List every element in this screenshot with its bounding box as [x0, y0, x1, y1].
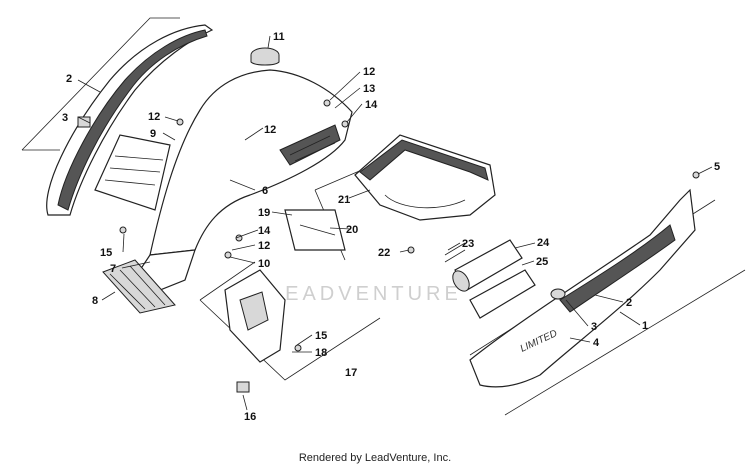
callout-4: 4 — [593, 337, 600, 349]
clip-16 — [236, 381, 250, 393]
callout-23: 23 — [462, 238, 474, 250]
callout-12-top: 12 — [363, 66, 375, 78]
wind-deflector-20 — [284, 209, 346, 251]
callout-16: 16 — [244, 411, 256, 423]
callout-14-top: 14 — [365, 99, 378, 111]
grille-8 — [102, 259, 176, 314]
callout-8: 8 — [92, 295, 98, 307]
callout-15-left: 15 — [100, 247, 112, 259]
left-trim-group — [21, 17, 214, 216]
callout-5: 5 — [714, 161, 720, 173]
callout-6: 6 — [262, 185, 268, 197]
callout-3-left: 3 — [62, 112, 68, 124]
screw-12b — [323, 99, 331, 107]
washer-14 — [341, 120, 349, 128]
callout-12-low: 12 — [258, 240, 270, 252]
screw-12a — [176, 118, 184, 126]
left-trim-strip — [57, 29, 208, 211]
hood-body — [139, 47, 353, 291]
side-clip — [550, 288, 566, 300]
callout-21: 21 — [338, 194, 350, 206]
callout-25: 25 — [536, 256, 548, 268]
callout-11: 11 — [273, 31, 285, 43]
callout-12-left: 12 — [148, 111, 160, 123]
callout-24: 24 — [537, 237, 550, 249]
callout-9: 9 — [150, 128, 156, 140]
callout-18: 18 — [315, 347, 327, 359]
callout-13: 13 — [363, 83, 375, 95]
callout-15-low: 15 — [315, 330, 327, 342]
callout-19: 19 — [258, 207, 270, 219]
screw-15a — [119, 226, 127, 234]
callout-2-left: 2 — [66, 73, 72, 85]
callout-12-mid: 12 — [264, 124, 276, 136]
callout-20: 20 — [346, 224, 358, 236]
callout-10: 10 — [258, 258, 270, 270]
left-trim-panel — [46, 24, 214, 216]
callout-3-right: 3 — [591, 321, 597, 333]
callout-1: 1 — [642, 320, 648, 332]
lower-bracket — [199, 261, 381, 393]
callout-14-low: 14 — [258, 225, 271, 237]
watermark: LEADVENTURE — [270, 283, 462, 305]
storage-tube — [444, 239, 536, 319]
callout-7: 7 — [110, 263, 116, 275]
callout-2-right: 2 — [626, 297, 632, 309]
bolt-5 — [692, 171, 700, 179]
footer-credit: Rendered by LeadVenture, Inc. — [298, 452, 452, 464]
console-21 — [314, 134, 496, 261]
right-side-panel: LIMITED — [469, 188, 746, 416]
callout-17: 17 — [345, 367, 357, 379]
left-trim-clip — [77, 116, 91, 128]
washer-10 — [224, 251, 232, 259]
callout-22: 22 — [378, 247, 390, 259]
screw-15b — [294, 344, 302, 352]
vent-part-9 — [94, 134, 171, 211]
